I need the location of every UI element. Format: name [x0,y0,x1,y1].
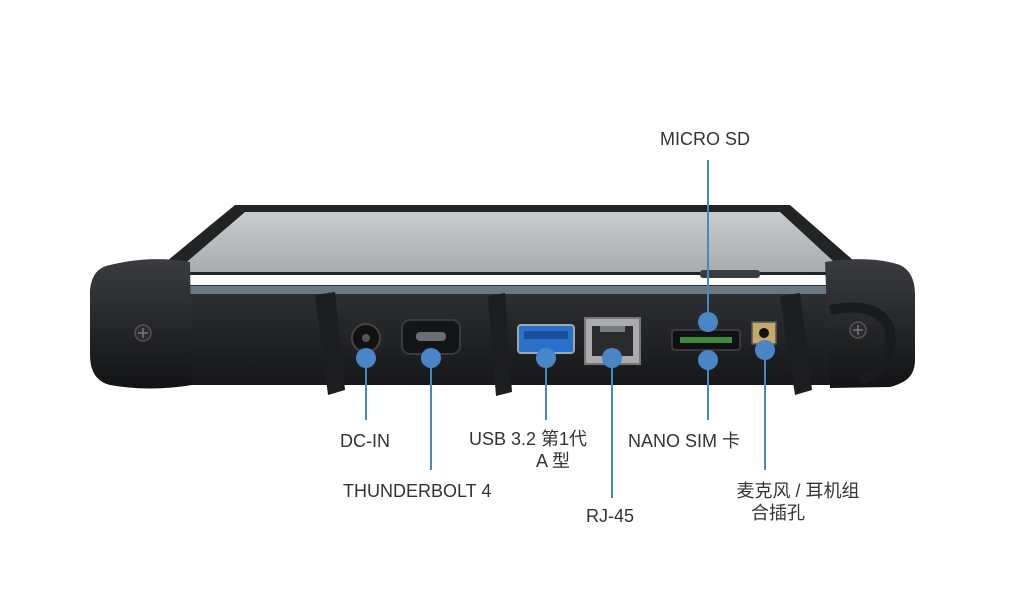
strap-ring [829,302,896,385]
usb-label-line1: USB 3.2 第1代 [468,429,588,449]
nano-sim-label: NANO SIM 卡 [628,431,741,451]
port-flap-1 [315,292,345,395]
dc-in-label: DC-IN [340,431,390,451]
thunderbolt-label: THUNDERBOLT 4 [343,481,492,501]
port-flap-3 [780,293,812,395]
usb-callout-dot [536,348,556,368]
thunderbolt-callout-dot [421,348,441,368]
right-bumper [825,259,915,388]
port-flap-2 [488,293,512,396]
tablet-body [90,205,915,396]
nano-sim-callout-dot [698,350,718,370]
callouts [356,160,775,498]
left-bumper [90,259,192,389]
rj45-callout-dot [602,348,622,368]
audio-label-line2: 合插孔 [751,503,805,523]
rj45-label: RJ-45 [586,506,635,526]
audio-callout-dot [755,340,775,360]
audio-label-line1: 麦克风 / 耳机组 [736,481,860,501]
usb-label-line2: A 型 [535,451,570,471]
usb-label: USB 3.2 第1代 A 型 [458,428,598,472]
micro-sd-callout-dot [698,312,718,332]
micro-sd-label: MICRO SD [660,129,750,149]
tablet-screen [175,212,845,272]
dc-in-callout-dot [356,348,376,368]
audio-label: 麦克风 / 耳机组 合插孔 [718,480,878,524]
